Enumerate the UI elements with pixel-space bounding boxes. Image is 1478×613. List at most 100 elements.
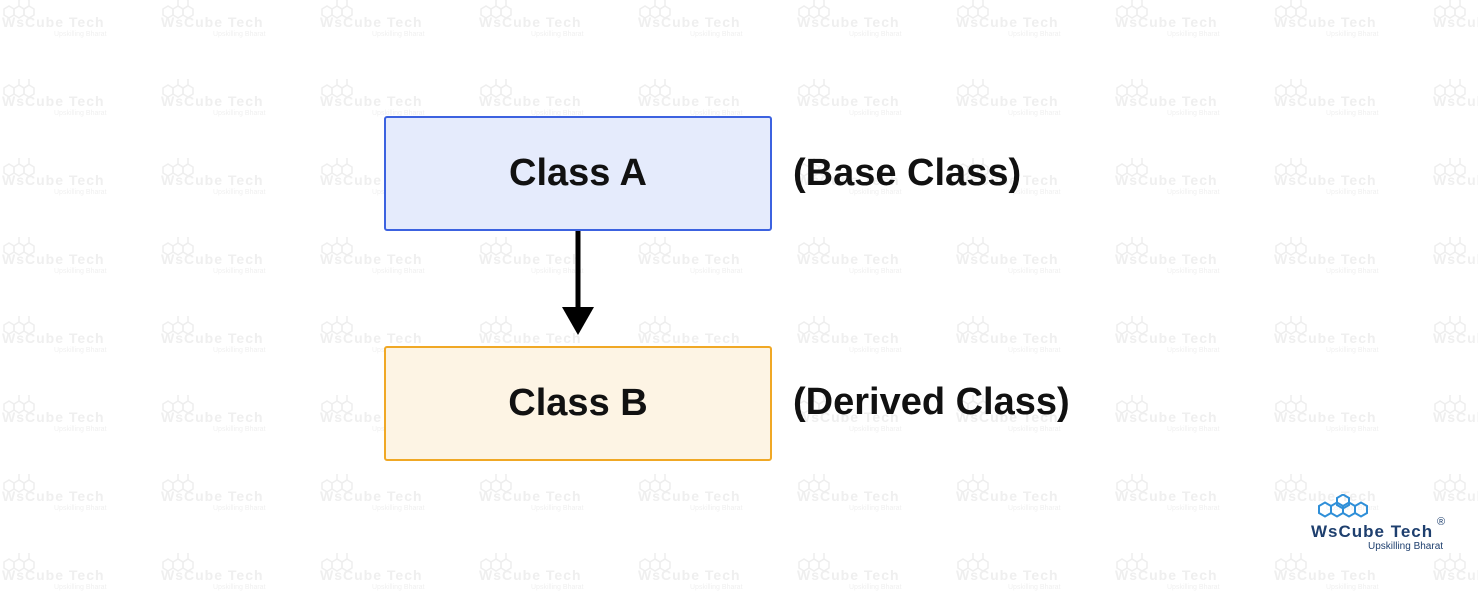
watermark-text: WsCube Tech xyxy=(2,409,105,425)
watermark-tagline: Upskilling Bharat xyxy=(1326,31,1379,38)
watermark-text: WsCube Tech xyxy=(161,330,264,346)
watermark-text: WsCube Tech xyxy=(161,488,264,504)
watermark-text: WsCube Tech xyxy=(1274,251,1377,267)
watermark-tagline: Upskilling Bharat xyxy=(213,347,266,354)
hexagon-cluster-icon xyxy=(3,474,35,493)
hexagon-cluster-icon xyxy=(321,237,353,256)
watermark-text: WsCube Tech xyxy=(2,488,105,504)
hexagon-cluster-icon xyxy=(1116,0,1148,19)
hexagon-cluster-icon xyxy=(639,0,671,19)
hexagon-cluster-icon xyxy=(798,553,830,572)
watermark-tagline: Upskilling Bharat xyxy=(1326,584,1379,591)
hexagon-cluster-icon xyxy=(3,237,35,256)
watermark-text: WsCube Tech xyxy=(320,93,423,109)
watermark-tagline: Upskilling Bharat xyxy=(213,584,266,591)
watermark-tagline: Upskilling Bharat xyxy=(54,584,107,591)
hexagon-cluster-icon xyxy=(1275,474,1307,493)
hexagon-cluster-icon xyxy=(639,79,671,98)
watermark-tagline: Upskilling Bharat xyxy=(213,110,266,117)
logo-tagline: Upskilling Bharat xyxy=(1368,541,1444,552)
watermark-text: WsCube Tech xyxy=(1274,14,1377,30)
watermark-text: WsCube Tech xyxy=(161,14,264,30)
arrow-head xyxy=(562,307,594,335)
watermark-tagline: Upskilling Bharat xyxy=(372,268,425,275)
hexagon-cluster-icon xyxy=(162,158,194,177)
hexagon-cluster-icon xyxy=(1275,316,1307,335)
watermark-tagline: Upskilling Bharat xyxy=(1008,426,1061,433)
hexagon-cluster-icon xyxy=(480,0,512,19)
watermark-text: WsCube Tech xyxy=(638,251,741,267)
hexagon-cluster-icon xyxy=(639,553,671,572)
hexagon-cluster-icon xyxy=(798,316,830,335)
watermark-text: WsCube Tech xyxy=(1274,93,1377,109)
hexagon-cluster-icon xyxy=(639,237,671,256)
watermark-text: WsCube Tech xyxy=(956,567,1059,583)
hexagon-cluster-icon xyxy=(321,553,353,572)
watermark-tagline: Upskilling Bharat xyxy=(849,110,902,117)
watermark-text: WsCube Tech xyxy=(797,567,900,583)
watermark-tagline: Upskilling Bharat xyxy=(1008,268,1061,275)
watermark-tagline: Upskilling Bharat xyxy=(54,31,107,38)
watermark-tagline: Upskilling Bharat xyxy=(531,505,584,512)
watermark-tagline: Upskilling Bharat xyxy=(690,505,743,512)
hexagon-cluster-icon xyxy=(1275,158,1307,177)
watermark-text: WsCube Tech xyxy=(320,567,423,583)
hexagon-cluster-icon xyxy=(162,237,194,256)
hexagon-cluster-icon xyxy=(1116,316,1148,335)
hexagon-cluster-icon xyxy=(321,79,353,98)
watermark-tagline: Upskilling Bharat xyxy=(372,584,425,591)
watermark-text: WsCube Tech xyxy=(320,251,423,267)
watermark-tagline: Upskilling Bharat xyxy=(54,347,107,354)
watermark-tagline: Upskilling Bharat xyxy=(54,505,107,512)
hexagon-cluster-icon xyxy=(162,474,194,493)
watermark-text: WsCube Tech xyxy=(161,93,264,109)
watermark-tagline: Upskilling Bharat xyxy=(1008,110,1061,117)
hexagon-cluster-icon xyxy=(1275,0,1307,19)
watermark-text: WsCube Tech xyxy=(797,488,900,504)
watermark-tagline: Upskilling Bharat xyxy=(849,347,902,354)
watermark-tagline: Upskilling Bharat xyxy=(849,584,902,591)
class-b-title: Class B xyxy=(508,382,648,424)
hexagon-cluster-icon xyxy=(1434,0,1466,19)
watermark-text: WsCube Tech xyxy=(1433,251,1478,267)
brand-logo: WsCube Tech ® Upskilling Bharat xyxy=(1305,494,1455,554)
hexagon-cluster-icon xyxy=(321,316,353,335)
hexagon-cluster-icon xyxy=(1434,553,1466,572)
watermark-text: WsCube Tech xyxy=(797,330,900,346)
hexagon-cluster-icon xyxy=(798,79,830,98)
watermark-text: WsCube Tech xyxy=(1115,488,1218,504)
hexagon-cluster-icon xyxy=(1116,237,1148,256)
watermark-tagline: Upskilling Bharat xyxy=(1167,426,1220,433)
watermark-tagline: Upskilling Bharat xyxy=(1008,584,1061,591)
base-class-label: (Base Class) xyxy=(793,152,1022,194)
watermark-tagline: Upskilling Bharat xyxy=(531,31,584,38)
watermark-tagline: Upskilling Bharat xyxy=(690,268,743,275)
watermark-text: WsCube Tech xyxy=(956,330,1059,346)
hexagon-cluster-icon xyxy=(480,474,512,493)
watermark-text: WsCube Tech xyxy=(320,488,423,504)
watermark-tagline: Upskilling Bharat xyxy=(1167,505,1220,512)
